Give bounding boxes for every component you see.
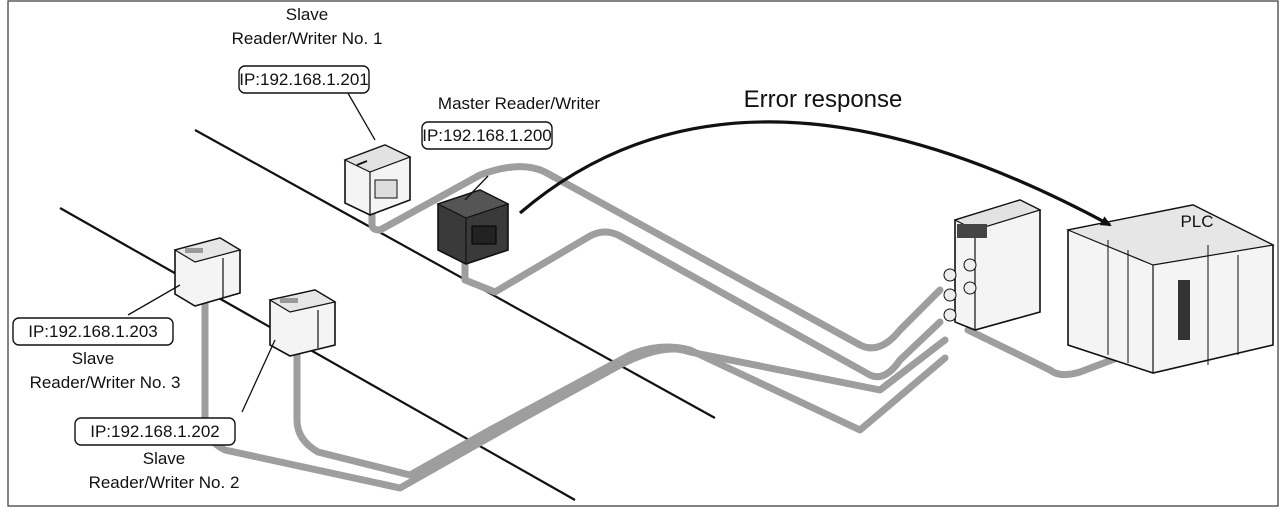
slave3-line1: Slave (72, 349, 115, 368)
slave3-device (173, 237, 242, 307)
master-ip: IP:192.168.1.200 (422, 126, 552, 145)
slave3-ip: IP:192.168.1.203 (28, 322, 158, 341)
diagram-frame (7, 0, 1279, 507)
slave2-ip: IP:192.168.1.202 (90, 422, 220, 441)
slave1-line2: Reader/Writer No. 1 (232, 29, 383, 48)
conveyor-line-lower (59, 207, 576, 501)
slave2-ip-box (74, 417, 236, 446)
slave3-ip-box (12, 317, 174, 346)
cable-master (461, 228, 944, 381)
master-ip-box (421, 121, 553, 150)
slave2-line2: Reader/Writer No. 2 (89, 473, 240, 492)
slave2-device (268, 289, 337, 357)
plc-label: PLC (1180, 212, 1213, 231)
slave1-ip-box (238, 65, 370, 94)
master-device (436, 189, 510, 265)
slave3-line2: Reader/Writer No. 3 (30, 373, 181, 392)
error-response-arrow (518, 120, 1112, 227)
cable-slave1 (368, 163, 944, 352)
cable-slave2 (293, 333, 949, 479)
switching-hub (943, 199, 1042, 331)
slave1-line1: Slave (286, 5, 329, 24)
plc-device (1065, 204, 1275, 374)
slave1-device (343, 144, 412, 216)
conveyor-line-upper (194, 129, 716, 419)
error-response-label: Error response (744, 86, 903, 113)
cable-switch-plc (964, 326, 1169, 379)
slave2-line1: Slave (143, 449, 186, 468)
leader-lines (127, 87, 489, 413)
master-title: Master Reader/Writer (438, 94, 601, 113)
slave1-ip: IP:192.168.1.201 (239, 70, 369, 89)
